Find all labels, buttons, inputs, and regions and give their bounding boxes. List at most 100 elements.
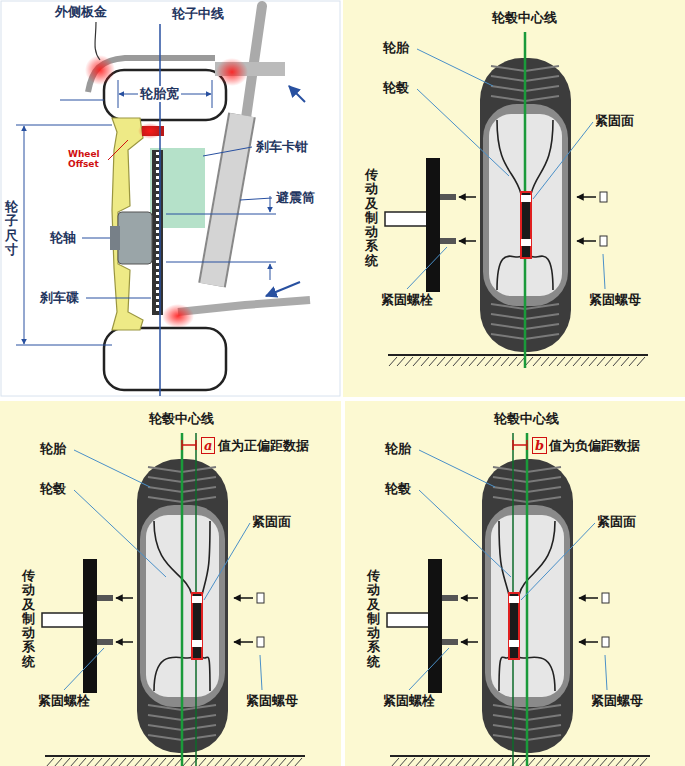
- ground-hatch: [447, 758, 455, 766]
- ground-hatch: [485, 357, 493, 366]
- ground-hatch: [415, 758, 423, 766]
- ground-hatch: [509, 357, 517, 366]
- ground-hatch: [46, 758, 54, 766]
- ground-hatch: [469, 357, 477, 366]
- nut: [257, 593, 264, 603]
- hub-bolt: [110, 226, 120, 250]
- mount-arrow: [234, 597, 253, 599]
- leader-line: [419, 450, 495, 487]
- drive-shaft: [385, 212, 427, 226]
- ground-hatch: [206, 758, 214, 766]
- nut: [600, 236, 607, 246]
- ground-hatch: [629, 357, 637, 366]
- ground-hatch: [565, 357, 573, 366]
- ground-hatch: [294, 758, 302, 766]
- system-label: 传动及制动系统: [365, 168, 378, 268]
- mount-arrow: [461, 641, 478, 643]
- mount-face: [521, 192, 531, 258]
- ground-hatch: [222, 758, 230, 766]
- drive-shaft: [42, 613, 84, 627]
- part-label: 紧固螺栓: [38, 693, 90, 709]
- hub-spoke: [519, 657, 555, 691]
- ground-hatch: [134, 758, 142, 766]
- offset-dimension: [182, 444, 196, 446]
- bolt-hole: [509, 640, 519, 647]
- ground-line: [390, 755, 650, 757]
- leader-line: [409, 648, 449, 690]
- bolt: [442, 639, 458, 645]
- ground-hatch: [637, 357, 645, 366]
- ground-hatch: [54, 758, 62, 766]
- part-label: 轮毂: [385, 481, 411, 497]
- part-label: 紧固螺母: [246, 693, 298, 709]
- panel-ground: [0, 401, 341, 766]
- ground-hatch: [533, 357, 541, 366]
- part-label: 紧固螺栓: [381, 292, 433, 308]
- part-label: 避震筒: [276, 190, 315, 206]
- bolt: [442, 595, 458, 601]
- mount-arrow: [459, 240, 476, 242]
- part-label: 紧固螺母: [589, 292, 641, 308]
- ground-hatch: [262, 758, 270, 766]
- part-label: 紧固面: [252, 514, 291, 530]
- ground-hatch: [254, 758, 262, 766]
- control-arm: [178, 300, 310, 312]
- hub-spoke: [154, 657, 192, 691]
- ground-hatch: [214, 758, 222, 766]
- hub-spoke: [497, 256, 521, 290]
- hub-center-line: [181, 433, 184, 766]
- leader-line: [204, 523, 250, 600]
- ground-line: [388, 354, 648, 356]
- ground-hatch: [583, 758, 591, 766]
- ground-hatch: [573, 357, 581, 366]
- strut-tube: [212, 115, 242, 285]
- ground-hatch: [597, 357, 605, 366]
- leader-line: [95, 22, 100, 60]
- bolt-hole: [509, 596, 519, 603]
- part-label: 刹车碟: [40, 290, 79, 306]
- drive-plate: [428, 559, 442, 693]
- ground-hatch: [615, 758, 623, 766]
- drive-shaft: [387, 613, 429, 627]
- strut-tube-outline: [212, 115, 242, 285]
- ground-hatch: [493, 357, 501, 366]
- mount-arrow: [577, 240, 596, 242]
- highlight: [216, 58, 248, 86]
- ground-hatch: [551, 758, 559, 766]
- leader-line: [417, 49, 493, 86]
- ground-hatch: [487, 758, 495, 766]
- direction-arrow: [289, 86, 305, 102]
- offset-symbol: b: [532, 437, 547, 454]
- panel-ground: [345, 401, 685, 766]
- mount-arrow: [459, 196, 476, 198]
- ground-hatch: [158, 758, 166, 766]
- offset-tick: [512, 440, 514, 450]
- extension-line: [118, 80, 119, 108]
- ground-hatch: [471, 758, 479, 766]
- hub-spoke: [499, 521, 509, 595]
- reference-line: [166, 214, 276, 215]
- panel-ground: [1, 1, 340, 396]
- mount-face: [192, 593, 202, 659]
- leader-line: [203, 147, 252, 156]
- ground-hatch: [549, 357, 557, 366]
- part-label: 紧固面: [595, 113, 634, 129]
- bolt-hole: [521, 195, 531, 202]
- ground-hatch: [559, 758, 567, 766]
- ground-hatch: [631, 758, 639, 766]
- hub-spoke: [531, 120, 553, 194]
- ground-hatch: [535, 758, 543, 766]
- ground-hatch: [421, 357, 429, 366]
- highlight: [138, 123, 162, 139]
- leader-line: [407, 247, 447, 289]
- leader-line: [86, 298, 151, 299]
- offset-tick: [526, 440, 528, 450]
- hub-spoke: [497, 120, 521, 194]
- ground-hatch: [605, 357, 613, 366]
- nut: [602, 593, 609, 603]
- reference-line: [166, 262, 276, 263]
- offset-note: 值为正偏距数据: [218, 438, 309, 454]
- ground-hatch: [495, 758, 503, 766]
